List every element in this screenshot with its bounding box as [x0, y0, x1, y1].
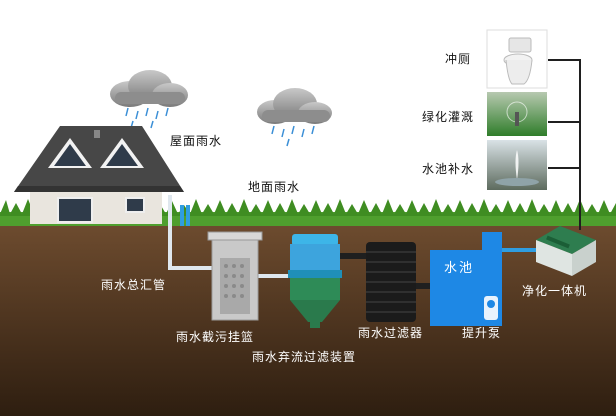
label-toilet: 冲厕 [445, 52, 471, 66]
house [14, 126, 184, 224]
label-purifier: 净化一体机 [522, 284, 587, 298]
cloud-roof-icon [110, 70, 188, 128]
rain-filter [366, 242, 416, 322]
label-roof-rainwater: 屋面雨水 [170, 134, 222, 148]
label-diversion-filter: 雨水弃流过滤装置 [252, 350, 356, 364]
label-interception-basket: 雨水截污挂篮 [176, 330, 254, 344]
supply-lines [548, 60, 580, 230]
interception-basket [208, 232, 262, 320]
irrigation-photo [487, 92, 547, 136]
cloud-ground-icon [257, 88, 332, 146]
label-pond-replenish: 水池补水 [422, 162, 474, 176]
label-pool: 水池 [444, 262, 474, 276]
label-greening-irrigation: 绿化灌溉 [422, 110, 474, 124]
toilet-photo [487, 30, 547, 88]
label-lift-pump: 提升泵 [462, 326, 501, 340]
label-rain-filter: 雨水过滤器 [358, 326, 423, 340]
pond-photo [487, 140, 547, 190]
label-ground-rainwater: 地面雨水 [248, 180, 300, 194]
label-main-collector: 雨水总汇管 [101, 278, 166, 292]
